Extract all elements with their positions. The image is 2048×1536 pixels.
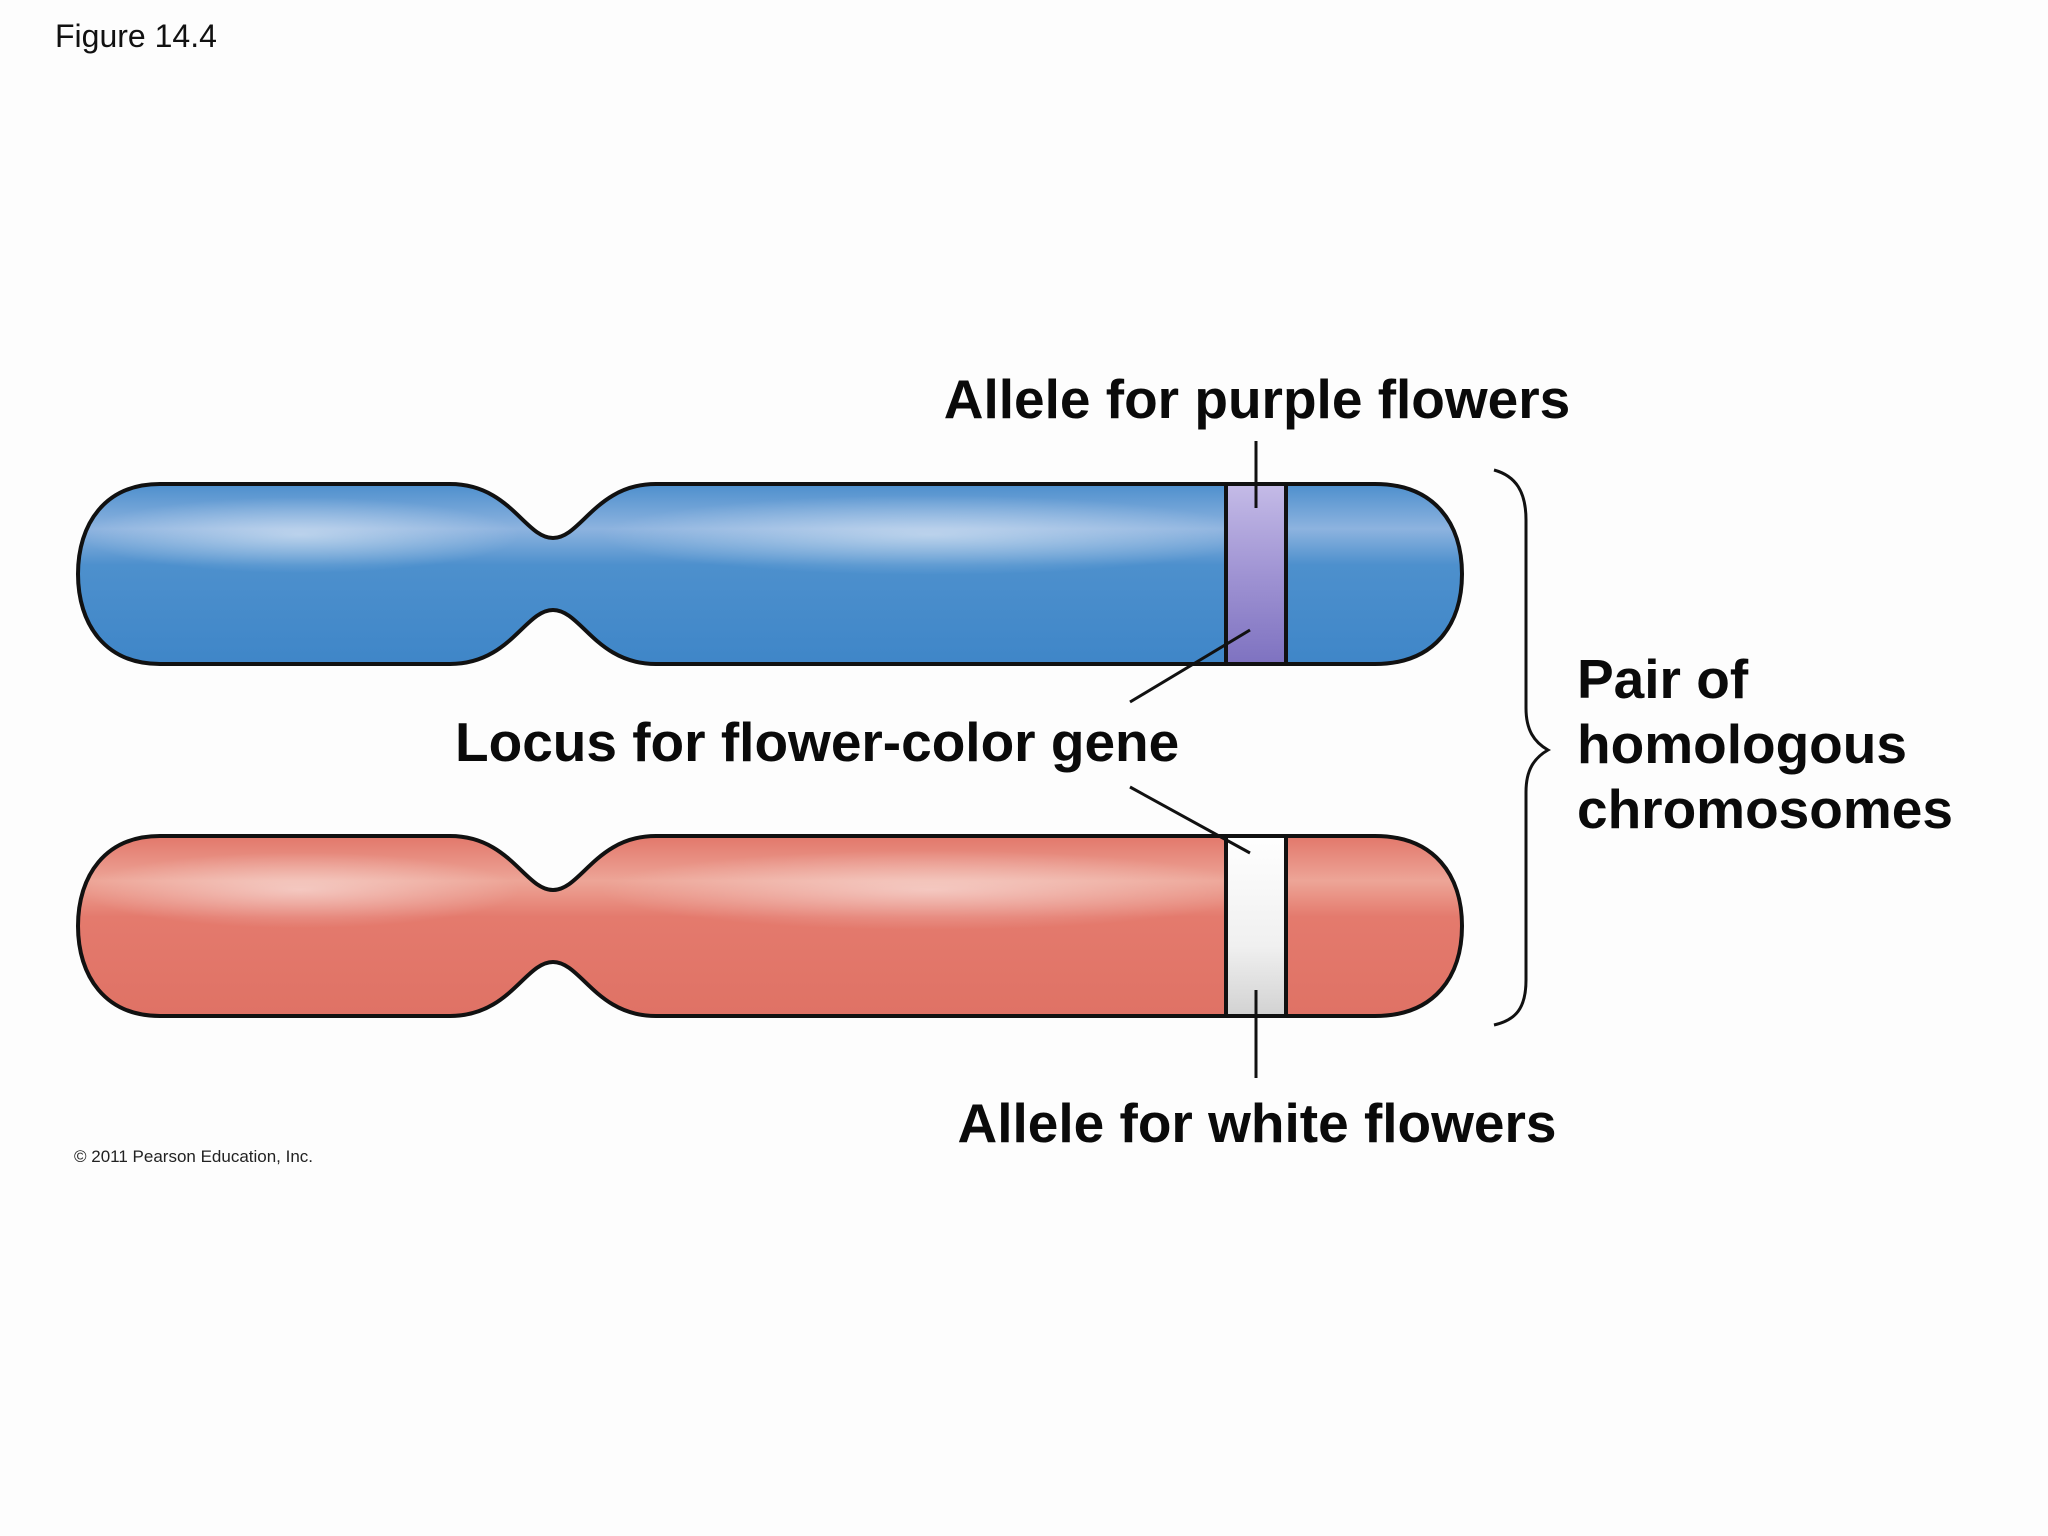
copyright-notice: © 2011 Pearson Education, Inc. bbox=[74, 1147, 314, 1166]
leader-line-locus-top bbox=[1129, 628, 1251, 704]
chromosome-blue bbox=[75, 482, 1465, 666]
figure-label: Figure 14.4 bbox=[55, 18, 217, 54]
chromosome-red bbox=[75, 834, 1465, 1018]
label-locus: Locus for flower-color gene bbox=[455, 711, 1179, 773]
label-pair-line2: homologous bbox=[1577, 713, 1907, 775]
label-pair-line3: chromosomes bbox=[1577, 778, 1953, 840]
leader-line-locus-bottom bbox=[1129, 785, 1251, 855]
pair-brace bbox=[1493, 468, 1552, 1027]
label-pair-line1: Pair of bbox=[1577, 648, 1749, 710]
allele-white-band bbox=[1226, 836, 1286, 1016]
label-allele-white: Allele for white flowers bbox=[957, 1092, 1556, 1154]
allele-purple-band bbox=[1226, 484, 1286, 664]
label-allele-purple: Allele for purple flowers bbox=[944, 368, 1571, 430]
